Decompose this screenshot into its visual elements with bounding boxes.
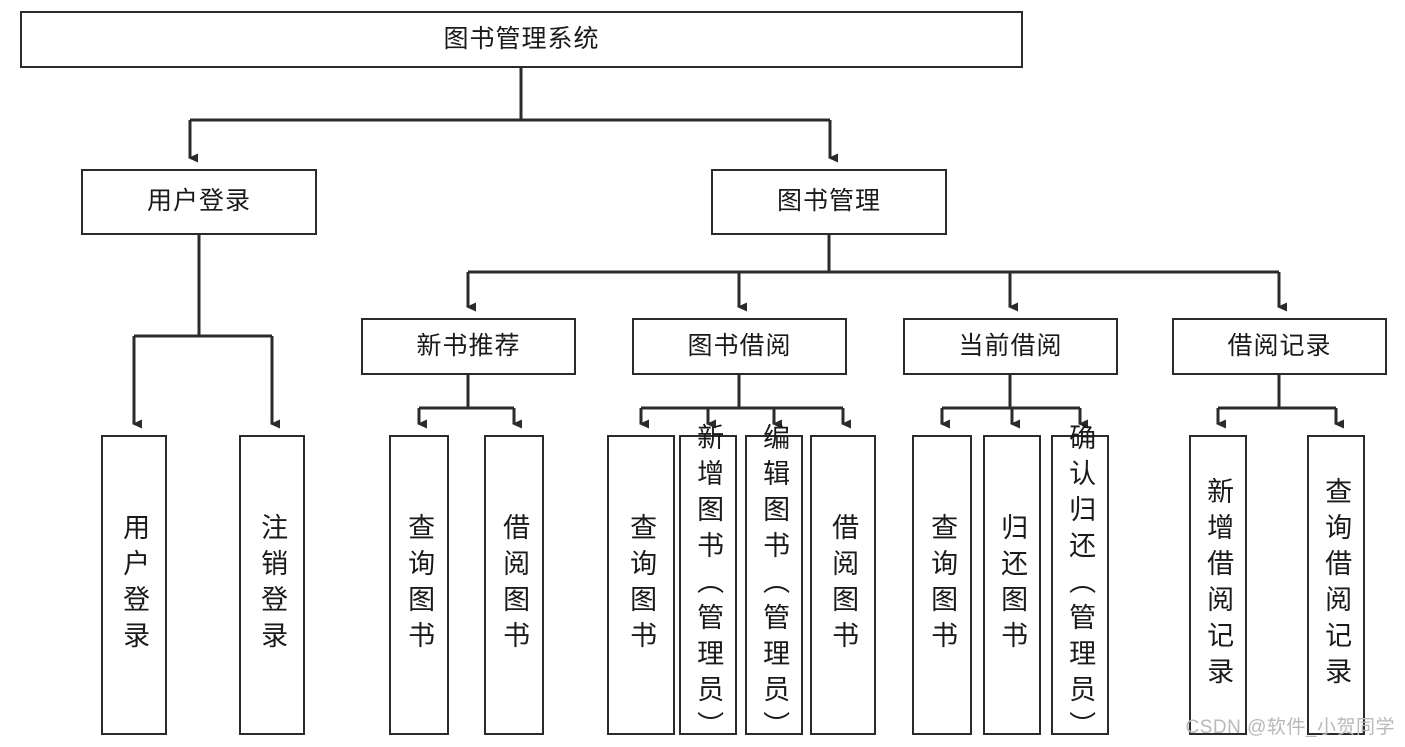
- node-root-system[interactable]: 图书管理系统: [20, 11, 1023, 68]
- node-leaf-add-book-admin[interactable]: 新增图书（管理员）: [679, 423, 737, 747]
- leaf-label: 编辑图书（管理员）: [759, 423, 790, 747]
- leaf-label: 确认归还（管理员）: [1065, 423, 1096, 747]
- node-leaf-query-book-current[interactable]: 查询图书: [912, 435, 972, 735]
- leaf-label: 新增借阅记录: [1203, 477, 1234, 693]
- leaf-label: 归还图书: [997, 513, 1028, 657]
- leaf-label: 查询图书: [626, 513, 657, 657]
- leaf-label: 借阅图书: [499, 513, 530, 657]
- edge-userlogin-to-leaves: [132, 235, 280, 429]
- node-borrow-record[interactable]: 借阅记录: [1172, 318, 1387, 375]
- edge-root-to-level2: [188, 68, 838, 163]
- leaf-label: 查询图书: [404, 513, 435, 657]
- node-leaf-borrow-book[interactable]: 借阅图书: [810, 435, 876, 735]
- node-leaf-borrow-book-recommend[interactable]: 借阅图书: [484, 435, 544, 735]
- edge-bookmanage-to-level3: [466, 235, 1287, 312]
- node-book-borrow[interactable]: 图书借阅: [632, 318, 847, 375]
- node-book-manage[interactable]: 图书管理: [711, 169, 947, 235]
- node-current-borrow[interactable]: 当前借阅: [903, 318, 1118, 375]
- edge-bookborrow-to-leaves: [639, 375, 851, 429]
- node-leaf-query-borrow-record[interactable]: 查询借阅记录: [1307, 435, 1365, 735]
- node-leaf-return-book[interactable]: 归还图书: [983, 435, 1041, 735]
- node-leaf-add-borrow-record[interactable]: 新增借阅记录: [1189, 435, 1247, 735]
- leaf-label: 查询借阅记录: [1321, 477, 1352, 693]
- leaf-label: 查询图书: [927, 513, 958, 657]
- leaf-label: 借阅图书: [828, 513, 859, 657]
- node-new-book-recommend[interactable]: 新书推荐: [361, 318, 576, 375]
- node-leaf-confirm-return-admin[interactable]: 确认归还（管理员）: [1051, 423, 1109, 747]
- node-leaf-user-login[interactable]: 用户登录: [101, 435, 167, 735]
- edge-borrowrecord-to-leaves: [1216, 375, 1344, 429]
- node-leaf-query-book-borrow[interactable]: 查询图书: [607, 435, 675, 735]
- edge-currentborrow-to-leaves: [940, 375, 1088, 429]
- watermark-text: CSDN @软件_小贺同学: [1185, 717, 1395, 738]
- node-leaf-query-book-recommend[interactable]: 查询图书: [389, 435, 449, 735]
- leaf-label: 注销登录: [257, 513, 288, 657]
- leaf-label: 新增图书（管理员）: [693, 423, 724, 747]
- node-leaf-edit-book-admin[interactable]: 编辑图书（管理员）: [745, 423, 803, 747]
- leaf-label: 用户登录: [119, 513, 150, 657]
- node-leaf-user-logout[interactable]: 注销登录: [239, 435, 305, 735]
- node-user-login[interactable]: 用户登录: [81, 169, 317, 235]
- edge-newbook-to-leaves: [417, 375, 522, 429]
